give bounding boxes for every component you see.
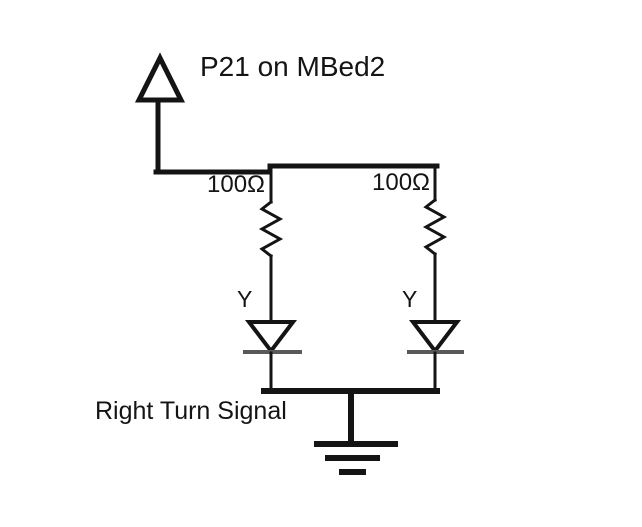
resistor-left-label: 100Ω — [207, 171, 265, 198]
source-pin-label: P21 on MBed2 — [200, 51, 386, 82]
led-branch-right — [407, 164, 464, 393]
circuit-caption: Right Turn Signal — [95, 397, 287, 425]
resistor-right-icon — [422, 197, 448, 257]
power-pin-symbol — [134, 52, 186, 175]
led-branch-left — [243, 166, 302, 393]
resistor-right-label: 100Ω — [372, 169, 430, 196]
led-left-icon — [244, 320, 298, 355]
resistor-left-icon — [258, 199, 284, 259]
power-arrow-icon — [134, 52, 186, 103]
ground-icon — [314, 388, 398, 475]
led-right-label: Y — [402, 286, 418, 312]
led-left-label: Y — [237, 286, 253, 312]
led-right-icon — [408, 320, 462, 355]
